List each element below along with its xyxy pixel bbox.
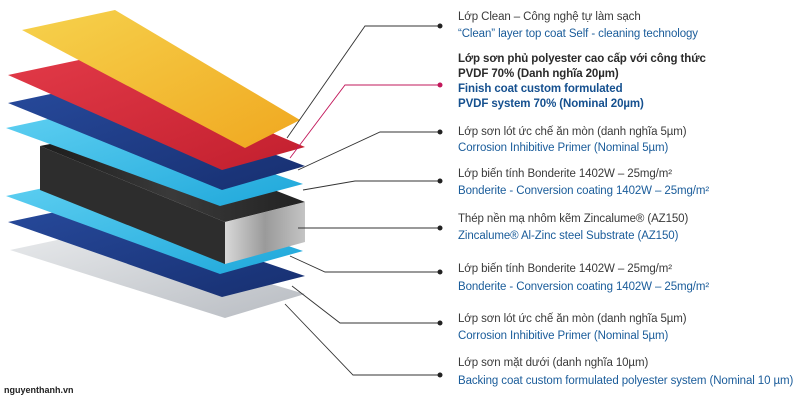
layer-steel-substrate-side	[225, 202, 305, 264]
layer-backing-coat	[10, 232, 305, 318]
label-bonderite-bottom-vi: Lớp biến tính Bonderite 1402W – 25mg/m²	[458, 263, 672, 275]
label-finish-vi-2: PVDF 70% (Danh nghĩa 20µm)	[458, 68, 619, 80]
label-substrate-en: Zincalume® Al-Zinc steel Substrate (AZ15…	[458, 230, 679, 242]
label-bonderite-top-vi: Lớp biến tính Bonderite 1402W – 25mg/m²	[458, 168, 672, 180]
leader-line-clean	[286, 25, 438, 139]
label-primer-bottom-vi: Lớp sơn lót ức chế ăn mòn (danh nghĩa 5µ…	[458, 313, 687, 325]
label-backing-en: Backing coat custom formulated polyester…	[458, 375, 794, 387]
label-primer-top-en: Corrosion Inhibitive Primer (Nominal 5µm…	[458, 142, 669, 154]
layer-finish-coat	[8, 57, 305, 170]
label-clean-vi: Lớp Clean – Công nghệ tự làm sạch	[458, 11, 641, 23]
leader-dots	[437, 23, 443, 378]
label-finish-en: Finish coat custom formulated	[458, 83, 623, 95]
leader-line-bonderite-bottom	[289, 255, 438, 273]
layer-steel-substrate-front	[40, 146, 225, 264]
leader-dot-substrate	[437, 225, 443, 231]
leader-line-bonderite-top	[302, 180, 438, 191]
leader-dot-clean	[437, 23, 443, 29]
leader-dot-backing	[437, 372, 443, 378]
label-finish-en-2: PVDF system 70% (Nominal 20µm)	[458, 98, 644, 110]
label-bonderite-bottom-en: Bonderite - Conversion coating 1402W – 2…	[458, 281, 710, 293]
label-primer-bottom-en: Corrosion Inhibitive Primer (Nominal 5µm…	[458, 330, 669, 342]
leader-dot-primer-top	[437, 129, 443, 135]
label-substrate-vi: Thép nền mạ nhôm kẽm Zincalume® (AZ150)	[458, 213, 689, 225]
leader-line-finish	[289, 84, 438, 159]
label-primer-top-vi: Lớp sơn lót ức chế ăn mòn (danh nghĩa 5µ…	[458, 126, 687, 138]
label-backing-vi: Lớp sơn mặt dưới (danh nghĩa 10µm)	[458, 357, 649, 369]
label-finish-vi: Lớp sơn phủ polyester cao cấp với công t…	[458, 53, 706, 65]
leader-dot-bonderite-bottom	[437, 269, 443, 275]
leader-dot-bonderite-top	[437, 178, 443, 184]
label-bonderite-top-en: Bonderite - Conversion coating 1402W – 2…	[458, 185, 710, 197]
leader-line-backing	[284, 303, 438, 376]
source-credit: nguyenthanh.vn	[4, 385, 74, 395]
label-clean-en: “Clean” layer top coat Self - cleaning t…	[458, 28, 698, 40]
leader-dot-primer-bottom	[437, 320, 443, 326]
leader-dot-finish	[437, 82, 443, 88]
leader-lines	[284, 25, 438, 376]
layer-clean-top-coat	[22, 10, 300, 148]
leader-line-primer-top	[297, 131, 438, 171]
leader-line-primer-bottom	[291, 285, 438, 324]
